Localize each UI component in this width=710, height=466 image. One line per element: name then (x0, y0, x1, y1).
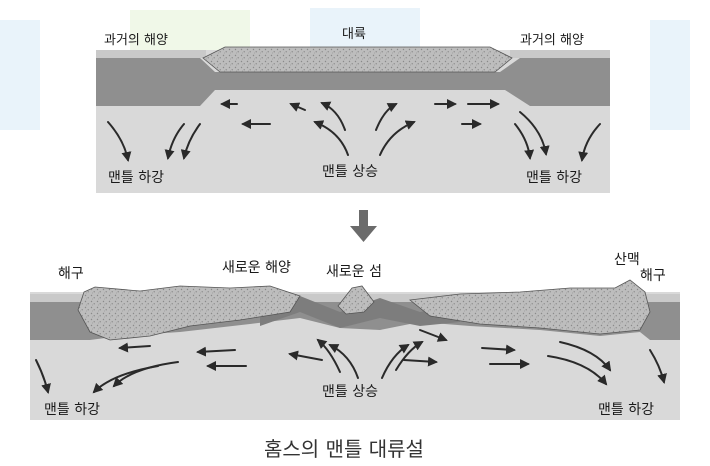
label-mountain-range: 산맥 (614, 252, 640, 268)
left-continent (77, 285, 301, 341)
top-ocean-crust-right (510, 50, 610, 58)
top-lithosphere (96, 58, 610, 106)
watermark (0, 8, 690, 130)
label-mantle-up-top: 맨틀 상승 (322, 164, 378, 180)
right-continent (409, 279, 651, 335)
top-flow-arrows (107, 99, 601, 162)
new-island (337, 285, 375, 315)
label-past-ocean-right: 과거의 해양 (520, 33, 584, 48)
transition-arrow (350, 210, 377, 242)
label-mantle-up-bottom: 맨틀 상승 (322, 384, 378, 400)
label-past-ocean-left: 과거의 해양 (104, 33, 168, 48)
continent-block (202, 46, 513, 73)
label-mantle-down-bottom-left: 맨틀 하강 (44, 402, 100, 418)
figure-caption: 홈스의 맨틀 대류설 (264, 437, 424, 461)
bottom-flow-arrows (35, 329, 667, 394)
label-mantle-down-left: 맨틀 하강 (108, 170, 164, 186)
label-mantle-down-right: 맨틀 하강 (526, 170, 582, 186)
bottom-panel: 해구 새로운 해양 새로운 섬 산맥 해구 맨틀 상승 맨틀 하강 맨틀 하강 (30, 252, 680, 420)
label-mantle-down-bottom-right: 맨틀 하강 (598, 402, 654, 418)
label-continent: 대륙 (342, 27, 366, 42)
label-trench-left: 해구 (58, 266, 84, 282)
top-panel: 과거의 해양 대륙 과거의 해양 맨틀 하강 맨틀 상승 맨틀 하강 (96, 27, 610, 193)
label-trench-right: 해구 (640, 268, 666, 284)
label-new-island: 새로운 섬 (326, 264, 382, 280)
top-ocean-crust-left (96, 50, 206, 58)
label-new-ocean: 새로운 해양 (222, 260, 291, 276)
